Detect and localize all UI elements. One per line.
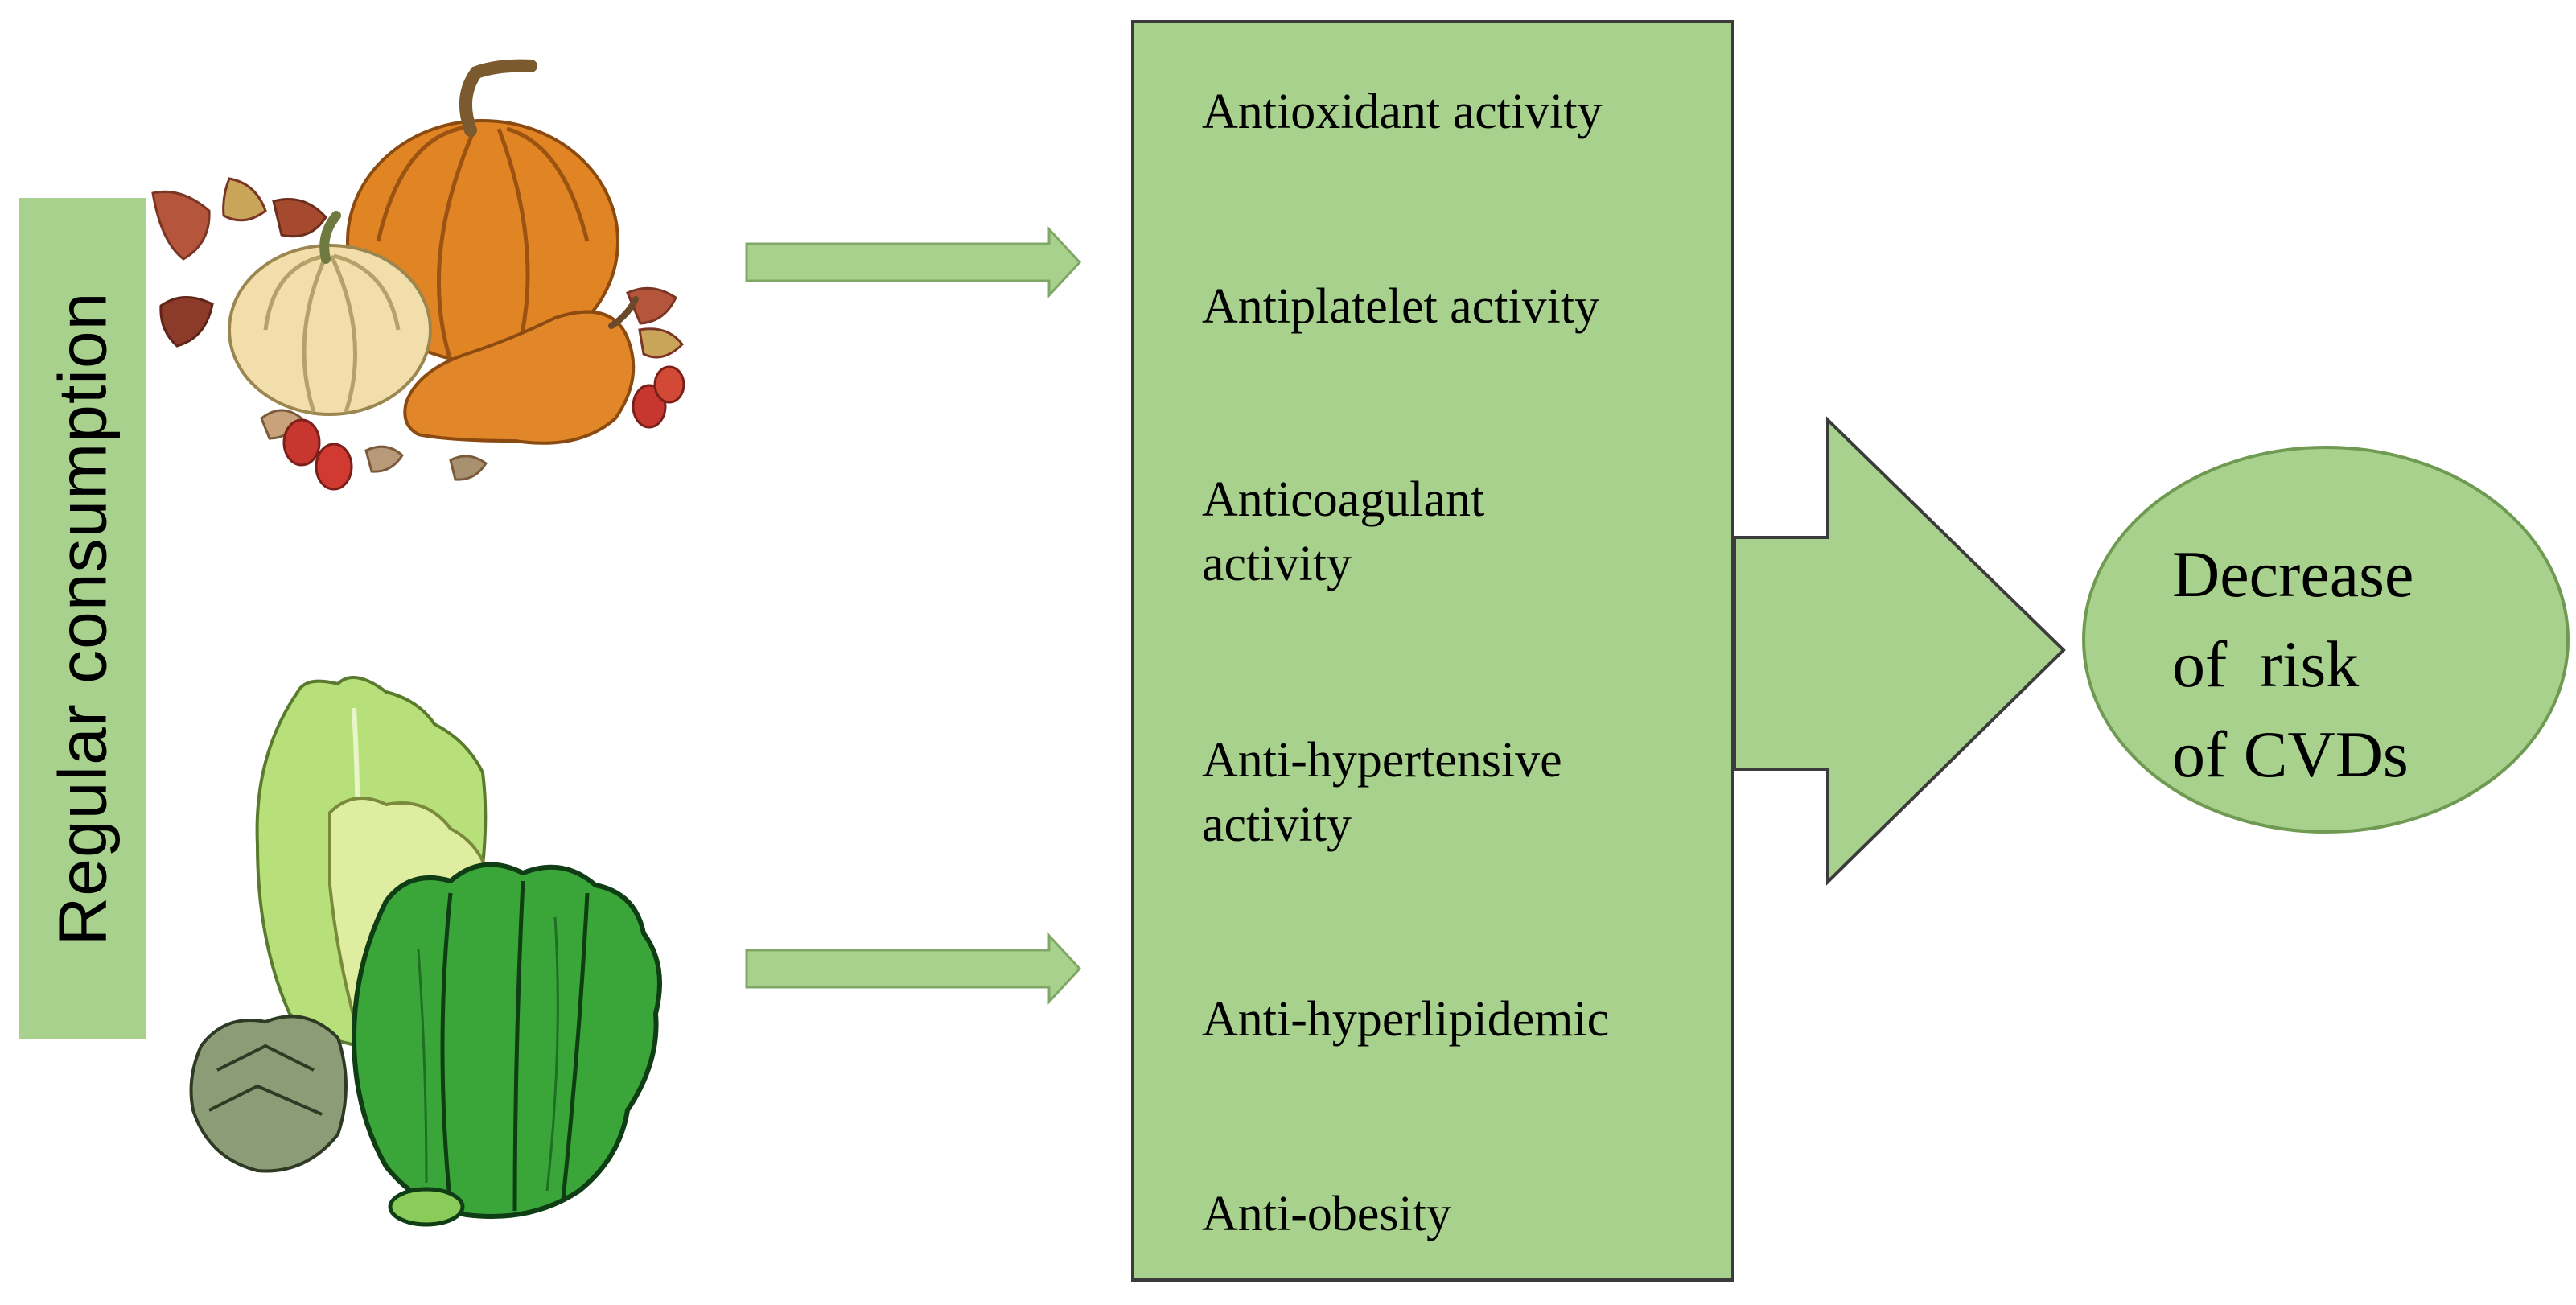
activity-item: Anti-hypertensive activity <box>1202 728 1717 857</box>
antioxidant-activity-text: Antioxidant activity <box>1202 84 1603 139</box>
activity-item: Antioxidant activity <box>1202 80 1717 144</box>
regular-consumption-label: Regular consumption <box>19 198 146 1039</box>
outcome-oval <box>2082 446 2570 834</box>
activity-item: Antiplatelet activity <box>1202 274 1717 339</box>
antiplatelet-activity-text: Antiplatelet activity <box>1202 279 1600 334</box>
anti-hyperlipidemic-text: Anti-hyperlipidemic <box>1202 992 1610 1047</box>
anticoagulant-activity-text: Anticoagulant activity <box>1202 472 1485 591</box>
anti-hypertensive-activity-text: Anti-hypertensive activity <box>1202 733 1562 852</box>
activities-box: Antioxidant activity Antiplatelet activi… <box>1131 20 1734 1282</box>
lower-arrow <box>745 932 1082 1005</box>
activity-item: Anti-hyperlipidemic <box>1202 987 1717 1052</box>
pumpkins-squash-illustration <box>151 59 685 491</box>
activity-item: Anti-obesity <box>1202 1182 1717 1246</box>
activity-item: Anticoagulant activity <box>1202 467 1717 596</box>
lettuce-greens-illustration <box>189 676 662 1227</box>
upper-arrow <box>745 226 1082 298</box>
outcome-text: Decrease of risk of CVDs <box>2172 537 2414 791</box>
big-arrow <box>1733 416 2066 886</box>
anti-obesity-text: Anti-obesity <box>1202 1187 1451 1241</box>
